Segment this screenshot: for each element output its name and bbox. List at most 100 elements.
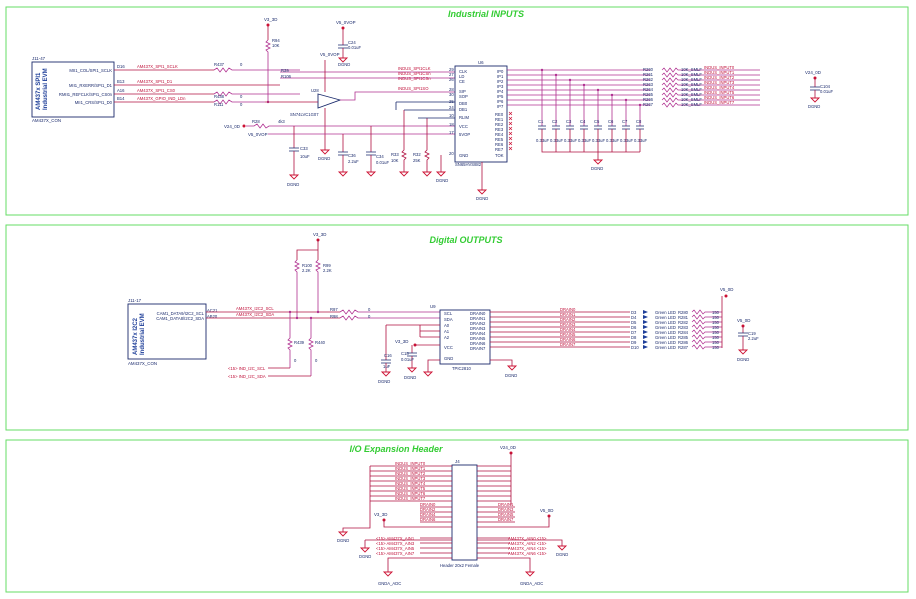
inputs-channel-net: INDUS_INPUT1 xyxy=(704,70,735,75)
inputs-res-ref: R111 xyxy=(214,102,224,107)
outputs-frame xyxy=(5,224,909,431)
outputs-led-ref: D5 xyxy=(631,320,637,325)
inputs-conn-box xyxy=(31,61,115,118)
inputs-ic-net: INDUS_SPI1CSn xyxy=(398,71,431,76)
outputs-cap-val: 0.01uF xyxy=(401,357,414,362)
outputs-v5-label: V5_0D xyxy=(720,287,733,292)
outputs-drain-net: DRAIN0 xyxy=(560,307,576,312)
inputs-cap-ref: C7 xyxy=(622,119,628,124)
inputs-channel-net: INDUS_INPUT6 xyxy=(704,95,735,100)
expansion-adc-left: <15> AM437X_AIN7 xyxy=(376,551,415,556)
outputs-drain-net: DRAIN3 xyxy=(560,322,576,327)
inputs-conn-title1: AM437x SPI1 xyxy=(36,72,42,110)
outputs-ledres-val: 150 xyxy=(712,315,720,320)
expansion-gnd-label: DGND xyxy=(556,552,568,557)
outputs-cap-ref: C18 xyxy=(401,351,409,356)
inputs-rbot2-val: 10K xyxy=(391,158,399,163)
expansion-left-net: INDUS_INPUT4 xyxy=(395,481,426,486)
expansion-header: V24_0D J4 Header 20x2 Female INDUS_INPUT… xyxy=(337,445,568,586)
inputs-ctop-val: 0.01uF xyxy=(348,45,361,50)
inputs-net-label: AM437X_SPI1_SCLK xyxy=(137,64,178,69)
inputs-ic-rpin: RE2 xyxy=(495,122,504,127)
expansion-frame xyxy=(5,439,909,593)
outputs-led-label: Green LED xyxy=(655,320,676,325)
inputs-ic-pinnum: 17 xyxy=(449,130,454,135)
outputs-rdown-val: 0 xyxy=(294,358,297,363)
inputs-ic-rpin: IP6 xyxy=(497,99,504,104)
outputs-gnd-label: DGND xyxy=(378,379,390,384)
outputs-rser-ref: R98 xyxy=(330,314,338,319)
inputs-cbot-ref: C33 xyxy=(300,146,308,151)
outputs-section-title: Digital OUTPUTS xyxy=(429,235,502,245)
outputs-net-label: AM437X_I2C2_SCL xyxy=(236,306,274,311)
inputs-conn-title2: Industrial EVM xyxy=(43,68,49,110)
inputs-ic-pinnum: 28 xyxy=(449,87,454,92)
inputs-cap-ref: C2 xyxy=(552,119,558,124)
inputs-pullup-val: 10K xyxy=(272,43,280,48)
inputs-res-val: 10K_SMLF xyxy=(681,92,702,97)
outputs-ledres-ref: R284 xyxy=(678,330,689,335)
outputs-conn-pin-num: AB20 xyxy=(207,314,218,319)
outputs-rdown-ref: R440 xyxy=(315,340,326,345)
inputs-res-ref: R260 xyxy=(643,67,654,72)
inputs-ic-box xyxy=(454,65,508,163)
inputs-ic-rpin: RE3 xyxy=(495,127,504,132)
outputs-drain-net: DRAIN6 xyxy=(560,337,576,342)
expansion-left-net: DRAIN2 xyxy=(420,507,436,512)
inputs-res-val: 10K_SMLF xyxy=(681,102,702,107)
expansion-right-net: DRAIN5 xyxy=(498,512,514,517)
inputs-pullup-ref: R94 xyxy=(272,38,280,43)
outputs-ic-rpin: DRAIN3 xyxy=(470,326,486,331)
inputs-ic-net: INDUS_SPI1CLK xyxy=(398,66,431,71)
outputs-ledres-ref: R283 xyxy=(678,325,689,330)
inputs-channel-net: INDUS_INPUT7 xyxy=(704,100,735,105)
expansion-v5-label: V5_0D xyxy=(540,508,553,513)
outputs-led-ref: D4 xyxy=(631,315,637,320)
inputs-res-ref: R266 xyxy=(643,97,654,102)
expansion-left-net: INDUS_INPUT6 xyxy=(395,491,426,496)
inputs-channel-net: INDUS_INPUT0 xyxy=(704,65,735,70)
inputs-ic-rpin: IP0 xyxy=(497,69,504,74)
inputs-res-ref: R265 xyxy=(643,92,654,97)
expansion-right-net: DRAIN1 xyxy=(498,502,514,507)
inputs-cap-ref: C8 xyxy=(636,119,642,124)
inputs-res-ref: R262 xyxy=(643,77,654,82)
outputs-ic-rpin: DRAIN2 xyxy=(470,321,486,326)
outputs-ledres-val: 150 xyxy=(712,320,720,325)
outputs-ic-part: TPIC2810 xyxy=(452,366,472,371)
expansion-adc-right: AM437X_AIN4 <15> xyxy=(508,546,547,551)
expansion-gnd-label: DGND xyxy=(359,554,371,559)
inputs-ic-pin: VCC xyxy=(459,124,468,129)
outputs-rser-val: 0 xyxy=(368,307,371,312)
outputs-conn-pin: CAM1_DATA8/I2C2_SDA xyxy=(156,316,204,321)
inputs-res-ref: R438 xyxy=(214,94,225,99)
inputs-res-val: 0 xyxy=(240,62,243,67)
inputs-ic-rpin: IP4 xyxy=(497,89,504,94)
outputs-gnd-label: DGND xyxy=(404,375,416,380)
inputs-frame xyxy=(5,6,909,216)
inputs-ic-net: INDUS_SPI1SO xyxy=(398,86,429,91)
inputs-cap-val: 0.33uF xyxy=(634,138,647,143)
inputs-ic-pinnum: 20 xyxy=(449,151,454,156)
inputs-ic-rpin: RE7 xyxy=(495,147,504,152)
outputs-scl-label: <15> IND_I2C_SCL xyxy=(228,366,266,371)
inputs-spi-nets: AM437X_SPI1_SCLK AM437X_SPI1_D1 AM437X_S… xyxy=(114,62,300,107)
inputs-ic-pin: CLK xyxy=(459,69,467,74)
inputs-rmid-ref: R106 xyxy=(281,74,292,79)
inputs-ic-pinnum: 27 xyxy=(449,72,454,77)
inputs-bottom-supply: V24_0D R28 4k3 V5_0VOP C33 10uF DGND C36… xyxy=(224,101,455,187)
outputs-ledres-ref: R281 xyxy=(678,315,689,320)
outputs-conn-pin: CAM1_DATA9/I2C2_SCL xyxy=(157,311,205,316)
inputs-rbot-val: 4k3 xyxy=(278,119,285,124)
expansion-adc-left: <15> AM437X_AIN3 xyxy=(376,541,415,546)
inputs-res-val: 10K_SMLF xyxy=(681,72,702,77)
expansion-left-net: INDUS_INPUT0 xyxy=(395,461,426,466)
expansion-left-net: INDUS_INPUT3 xyxy=(395,476,426,481)
outputs-cap-ref: C16 xyxy=(384,353,392,358)
inputs-pullup: V3_3D R94 10K V5_0VOP C24 0.01uF DGND xyxy=(264,17,361,104)
outputs-ledres-val: 150 xyxy=(712,335,720,340)
inputs-cap-val: 0.33uF xyxy=(536,138,549,143)
outputs-drain-net: DRAIN1 xyxy=(560,312,576,317)
inputs-ic-pinnum: 24 xyxy=(449,105,454,110)
outputs-rser-val: 0 xyxy=(368,314,371,319)
